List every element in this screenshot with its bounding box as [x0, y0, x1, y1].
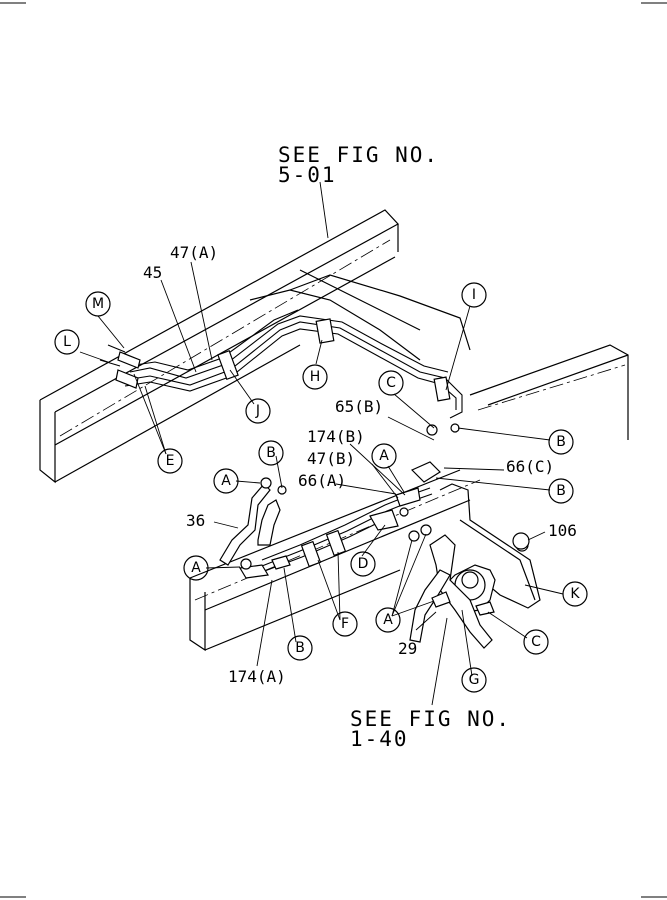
callout-a-lower: A [375, 607, 401, 633]
callout-l: L [54, 329, 80, 355]
part-label-36: 36 [186, 511, 205, 530]
part-label-47a: 47(A) [170, 243, 218, 262]
svg-text:E: E [166, 453, 175, 469]
part-label-29: 29 [398, 639, 417, 658]
callout-a-mid: A [371, 443, 397, 469]
callout-c-lower: C [523, 629, 549, 655]
callout-b-left-upper: B [258, 440, 284, 466]
callout-g: G [461, 667, 487, 693]
bottom-ref-line2: 1-40 [350, 727, 409, 751]
callout-e: E [157, 448, 183, 474]
upper-fuel-pipes [99, 309, 463, 436]
svg-text:A: A [379, 448, 389, 464]
svg-text:B: B [556, 483, 566, 499]
callout-h: H [302, 364, 328, 390]
lower-frame-rail [189, 289, 629, 652]
svg-text:A: A [221, 473, 231, 489]
svg-text:K: K [570, 586, 580, 602]
svg-text:B: B [295, 640, 305, 656]
upper-frame-rail [39, 209, 471, 484]
callout-k: K [562, 581, 588, 607]
callout-leaders [79, 305, 564, 677]
callout-b-lower: B [287, 635, 313, 661]
callout-f: F [332, 611, 358, 637]
svg-text:B: B [266, 445, 276, 461]
callout-i: I [461, 282, 487, 308]
reference-leaders [319, 181, 448, 706]
part-label-45: 45 [143, 263, 162, 282]
svg-text:L: L [63, 334, 71, 350]
filter-assembly [409, 483, 541, 649]
svg-text:I: I [472, 287, 476, 303]
callout-d: D [350, 551, 376, 577]
svg-text:G: G [469, 672, 480, 688]
callout-c-upper: C [378, 370, 404, 396]
callout-b-upper-right: B [548, 429, 574, 455]
svg-text:A: A [191, 560, 201, 576]
part-label-65b: 65(B) [335, 397, 383, 416]
callout-j: J [245, 398, 271, 424]
part-label-106: 106 [548, 521, 577, 540]
svg-text:C: C [531, 634, 541, 650]
part-leaders [160, 261, 546, 667]
callout-b-mid-right: B [548, 478, 574, 504]
part-label-66a: 66(A) [298, 471, 346, 490]
callout-a-left-lower: A [183, 555, 209, 581]
part-label-174b: 174(B) [307, 427, 365, 446]
callout-m: M [85, 291, 111, 317]
svg-text:D: D [358, 556, 369, 572]
svg-text:F: F [341, 616, 349, 632]
top-ref-line2: 5-01 [278, 163, 337, 187]
part-label-174a: 174(A) [228, 667, 286, 686]
bottom-ref-line1: SEE FIG NO. [350, 707, 511, 731]
svg-text:M: M [92, 296, 104, 312]
svg-text:H: H [310, 369, 321, 385]
part-label-47b: 47(B) [307, 449, 355, 468]
top-ref-line1: SEE FIG NO. [278, 143, 439, 167]
svg-text:J: J [255, 403, 260, 419]
part-label-66c: 66(C) [506, 457, 554, 476]
callout-a-left-upper: A [213, 468, 239, 494]
svg-text:C: C [386, 375, 396, 391]
lower-fuel-pipes [219, 461, 441, 579]
svg-text:A: A [383, 612, 393, 628]
svg-text:B: B [556, 434, 566, 450]
